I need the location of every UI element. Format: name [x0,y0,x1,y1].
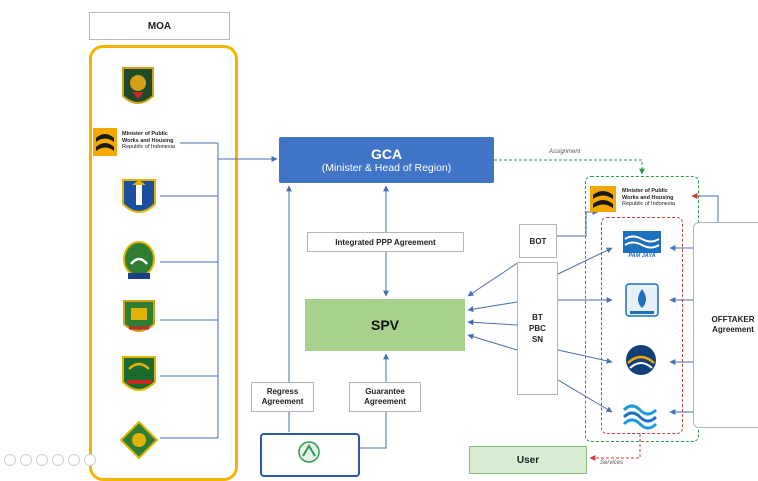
pam-jaya-text: PAM JAYA [628,253,656,259]
user-text: User [516,454,540,466]
integrated-ppp-agreement-label: Integrated PPP Agreement [307,232,464,252]
assignment-label: Assignment [549,149,581,155]
ministry-logo-group: Minister of Public Works and Housing Rep… [93,128,213,158]
gca-title: GCA [370,146,403,162]
ministry-line1: Minister of Public [122,131,168,137]
ministry-public-works-logo-icon [93,128,117,156]
dki-jakarta-emblem-icon [122,179,156,213]
guarantee-line1: Guarantee [365,387,405,396]
ministry-right-text: Minister of Public Works and Housing Rep… [622,188,675,208]
zoom-button[interactable] [68,454,80,466]
ministry-public-works-logo-right-icon [590,186,616,212]
tirta-bhagasasi-logo-icon [626,345,656,375]
pen-tool-button[interactable] [36,454,48,466]
guarantee-fund-box [260,433,360,477]
offtaker-line1: OFFTAKER [711,315,755,324]
ministry-home-affairs-emblem-icon [122,67,154,104]
ministry-right-line1: Minister of Public [622,188,668,194]
slides-overview-button[interactable] [52,454,64,466]
west-java-emblem-icon [123,241,155,279]
tirta-kerta-raharja-logo-icon [622,404,658,430]
guarantee-line2: Agreement [364,397,406,406]
user-box: User [469,446,587,474]
pam-jaya-logo: PAM JAYA [620,231,664,263]
bot-text: BOT [529,236,547,246]
next-slide-button[interactable] [20,454,32,466]
offtaker-line2: Agreement [712,325,754,334]
ministry-line3: Republic of Indonesia [122,144,175,150]
pbc-text: PBC [529,324,546,333]
bekasi-emblem-icon [119,420,159,460]
gca-box: GCA (Minister & Head of Region) [279,137,494,183]
diagram-connectors [160,142,719,461]
moa-title-text: MOA [147,20,172,32]
guarantee-agreement-label: Guarantee Agreement [349,382,421,412]
ministry-right-line3: Republic of Indonesia [622,201,675,207]
ministry-logo-right-group: Minister of Public Works and Housing Rep… [590,186,690,212]
gca-subtitle: (Minister & Head of Region) [321,162,452,174]
guarantee-fund-logo-icon [298,441,320,463]
bt-pbc-sn-label: BT PBC SN [517,262,558,395]
ministry-logo-text: Minister of Public Works and Housing Rep… [122,131,175,151]
more-options-button[interactable] [84,454,96,466]
utility-group-frame [601,217,683,434]
services-label: Services [600,460,624,466]
regional-emblem-icon [123,300,155,332]
bot-label: BOT [519,224,557,258]
spv-box: SPV [305,299,465,351]
ministry-line2: Works and Housing [122,137,174,144]
offtaker-agreement-box: OFFTAKER Agreement [693,222,758,428]
regress-line2: Agreement [261,397,304,406]
banten-emblem-icon [122,356,156,391]
ministry-right-line2: Works and Housing [622,194,674,201]
spv-title: SPV [370,317,399,333]
sn-text: SN [531,335,544,344]
integrated-ppp-text: Integrated PPP Agreement [335,237,436,247]
pam-jaya-wave-icon [623,231,661,253]
regress-line1: Regress [266,387,299,396]
pdam-tirta-pakuan-logo-icon [625,283,659,317]
moa-title: MOA [89,12,230,40]
bt-text: BT [532,313,543,322]
regress-agreement-label: Regress Agreement [251,382,314,412]
prev-slide-button[interactable] [4,454,16,466]
